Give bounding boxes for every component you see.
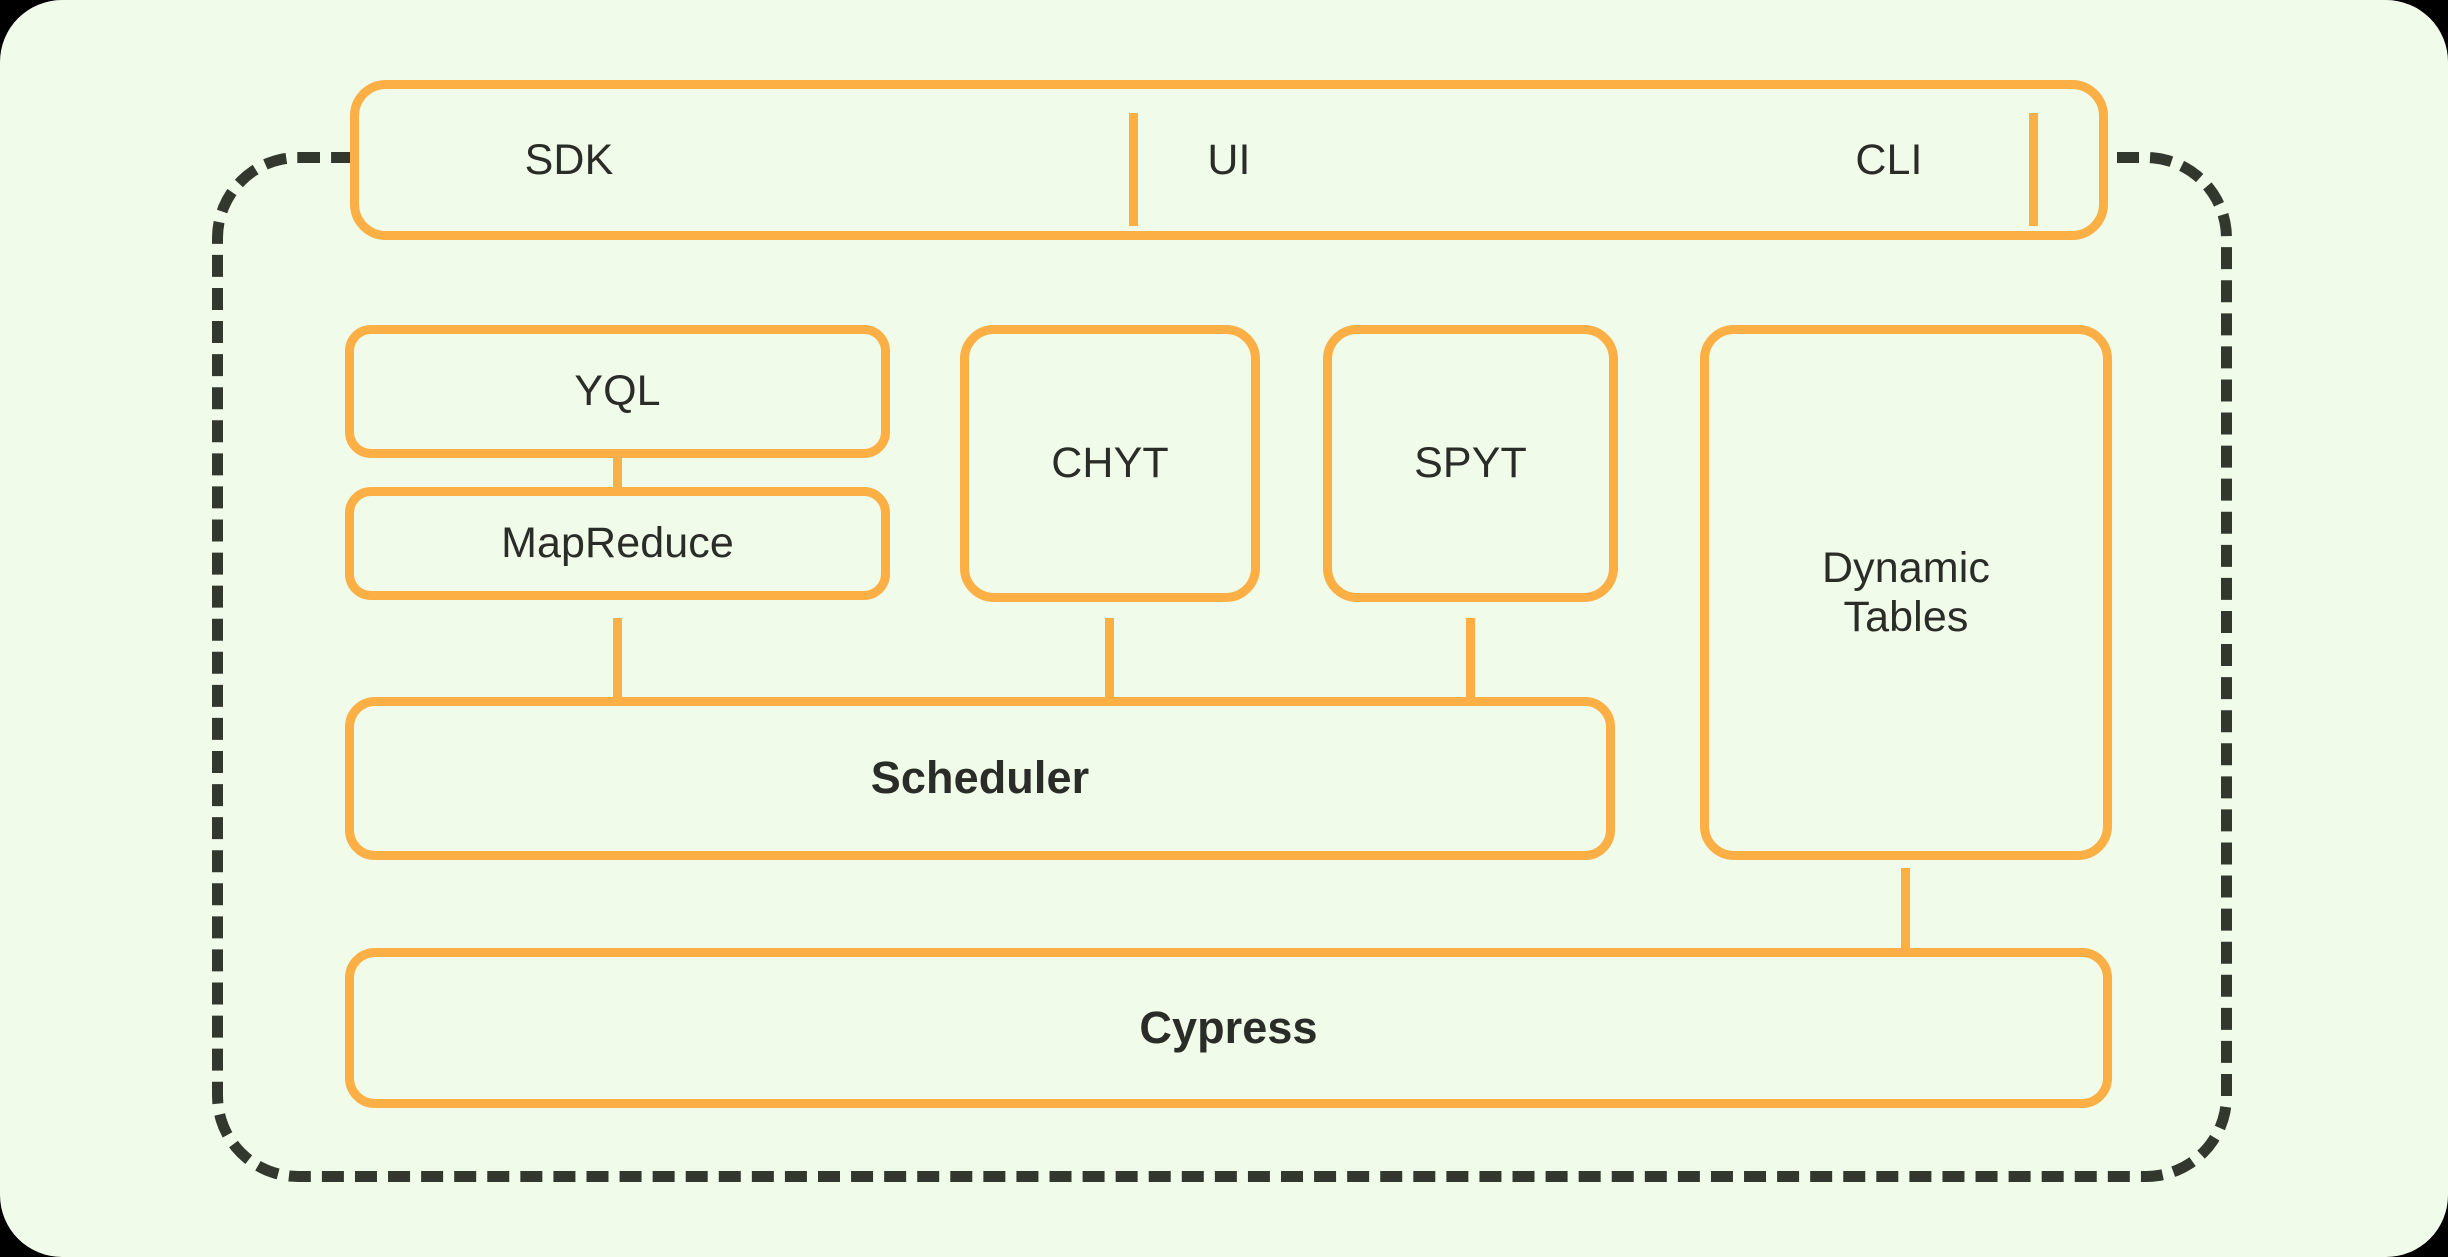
node-spyt[interactable]: SPYT [1323, 325, 1618, 602]
node-chyt-label: CHYT [1051, 439, 1169, 488]
node-sdk[interactable]: SDK [359, 89, 779, 231]
access-bar-divider-1 [1129, 113, 1138, 226]
node-mapreduce-label: MapReduce [501, 519, 734, 568]
node-cypress-label: Cypress [1139, 1001, 1318, 1053]
node-cli-label: CLI [1855, 135, 1923, 184]
node-chyt[interactable]: CHYT [960, 325, 1260, 602]
node-ui[interactable]: UI [779, 89, 1679, 231]
node-yql[interactable]: YQL [345, 325, 890, 458]
access-bar-divider-2 [2029, 113, 2038, 226]
node-yql-label: YQL [574, 367, 661, 416]
node-cypress[interactable]: Cypress [345, 948, 2112, 1108]
node-dynamic-tables-line2: Tables [1843, 592, 1969, 641]
node-cli[interactable]: CLI [1679, 89, 2099, 231]
node-sdk-label: SDK [524, 135, 614, 184]
connector-spyt-to-scheduler [1466, 618, 1475, 702]
connector-yql-to-mapreduce [613, 452, 622, 494]
node-dynamic-tables-line1: Dynamic [1822, 544, 1990, 593]
node-scheduler-label: Scheduler [870, 752, 1090, 804]
node-scheduler[interactable]: Scheduler [345, 697, 1615, 860]
node-spyt-label: SPYT [1414, 439, 1527, 488]
node-ui-label: UI [1207, 135, 1251, 184]
access-layer-bar[interactable]: SDK UI CLI [350, 80, 2108, 240]
node-mapreduce[interactable]: MapReduce [345, 487, 890, 600]
connector-chyt-to-scheduler [1105, 618, 1114, 702]
connector-dynamic-tables-to-cypress [1901, 868, 1910, 950]
connector-mapreduce-to-scheduler [613, 618, 622, 702]
